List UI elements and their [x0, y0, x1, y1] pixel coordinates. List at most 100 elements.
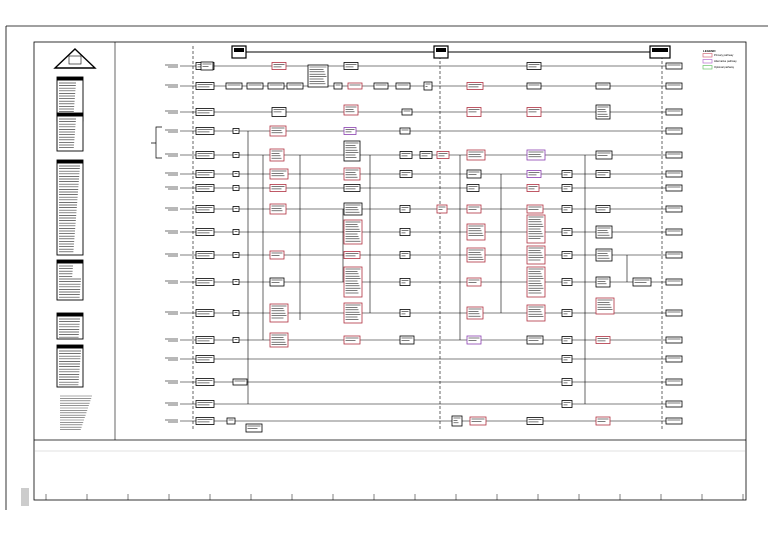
- flow-box: [195, 228, 215, 236]
- legend-swatch: [702, 53, 713, 58]
- flow-box: [561, 205, 573, 213]
- flow-box: [561, 184, 573, 192]
- flow-box: [466, 82, 484, 90]
- sidebar-note-block: [56, 344, 84, 388]
- flow-box: [269, 277, 285, 287]
- flow-box: [561, 278, 573, 286]
- flow-box: [665, 151, 683, 159]
- flow-box: [466, 277, 482, 287]
- flow-box: [232, 152, 240, 158]
- flow-box: [665, 251, 683, 259]
- flow-box: [195, 400, 215, 408]
- flow-box: [469, 416, 487, 426]
- flow-box: [399, 170, 413, 178]
- flow-box: [423, 81, 433, 91]
- legend-label: Primary pathway: [714, 53, 734, 57]
- flow-box: [665, 278, 683, 286]
- flow-box: [399, 205, 411, 213]
- flow-box: [195, 355, 215, 363]
- flow-box: [665, 62, 683, 70]
- flow-box: [343, 266, 363, 298]
- flow-box: [419, 151, 433, 159]
- flow-box: [269, 250, 285, 260]
- logo: [53, 48, 97, 69]
- flow-box: [595, 150, 613, 160]
- sidebar-note-header: [57, 160, 83, 164]
- flow-box: [333, 82, 343, 90]
- flow-box: [232, 310, 240, 316]
- flow-box: [526, 417, 544, 425]
- flow-box: [195, 205, 215, 213]
- flow-box: [665, 355, 683, 363]
- flow-box: [561, 336, 573, 344]
- flow-box: [665, 228, 683, 236]
- sidebar-note-header: [57, 260, 83, 264]
- flow-box: [373, 82, 389, 90]
- sidebar-note-header: [57, 113, 83, 117]
- flow-box: [195, 336, 215, 344]
- sidebar-notes: [21, 76, 92, 506]
- flow-box: [399, 151, 413, 159]
- flow-box: [232, 206, 240, 212]
- flow-box: [665, 127, 683, 135]
- flow-box: [595, 170, 611, 178]
- flow-box: [195, 278, 215, 286]
- flow-box: [343, 302, 363, 324]
- flow-box: [526, 62, 542, 70]
- flow-box: [665, 378, 683, 386]
- flow-box: [595, 205, 611, 213]
- flow-box: [232, 171, 240, 177]
- flow-box: [226, 417, 236, 425]
- flow-box: [595, 416, 611, 426]
- flow-box: [395, 82, 411, 90]
- flow-box: [401, 108, 413, 116]
- flow-box: [399, 127, 411, 135]
- flow-box: [526, 204, 544, 214]
- flow-box: [343, 140, 361, 162]
- flow-box: [632, 277, 652, 287]
- flow-box: [561, 228, 573, 236]
- flow-box: [436, 204, 448, 214]
- sidebar-note-header: [57, 313, 83, 317]
- legend-swatch: [702, 65, 713, 70]
- flow-box: [595, 82, 611, 90]
- flow-box: [665, 205, 683, 213]
- flow-box: [561, 400, 573, 408]
- flow-box: [343, 184, 361, 192]
- flow-box: [246, 82, 264, 90]
- flow-box: [399, 228, 411, 236]
- sidebar-note-block: [56, 312, 84, 340]
- flow-box: [195, 151, 215, 159]
- phase-header-label: [436, 48, 446, 52]
- flow-box: [232, 185, 240, 191]
- flow-box: [526, 184, 540, 192]
- flow-box: [232, 279, 240, 285]
- flow-box: [195, 309, 215, 317]
- flow-box: [195, 251, 215, 259]
- flow-box: [561, 251, 573, 259]
- flow-box: [526, 335, 544, 345]
- flow-box: [665, 108, 683, 116]
- flow-box: [436, 151, 450, 159]
- flow-box: [466, 223, 486, 241]
- phase-header-label: [234, 48, 244, 52]
- flow-box: [466, 184, 480, 192]
- sidebar-note-header: [57, 77, 83, 81]
- flow-box: [195, 417, 215, 425]
- flow-box: [195, 127, 215, 135]
- flow-box: [343, 251, 361, 259]
- flow-box: [286, 82, 304, 90]
- flow-box: [232, 252, 240, 258]
- flow-box: [232, 229, 240, 235]
- flow-box: [343, 62, 359, 70]
- flow-box: [232, 128, 240, 134]
- flow-box: [466, 335, 482, 345]
- flow-box: [225, 82, 243, 90]
- flow-box: [595, 297, 615, 315]
- flow-box: [267, 82, 285, 90]
- flow-box: [269, 168, 289, 180]
- legend-label: Optional pathway: [714, 65, 735, 69]
- flow-box: [232, 337, 240, 343]
